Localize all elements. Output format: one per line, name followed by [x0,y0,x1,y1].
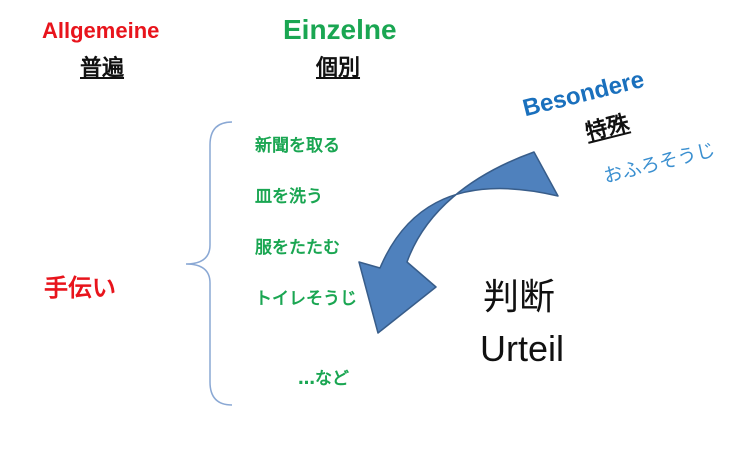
individual-item: トイレそうじ [255,289,357,309]
judgment-label-de: Urteil [480,328,565,369]
chores-label: 手伝い [44,274,116,302]
individual-label-de: Einzelne [283,14,397,45]
particular-label-jp: 特殊 [583,110,632,146]
individual-item: 服をたたむ [255,238,340,258]
individual-item: …など [298,369,349,389]
universal-label-de: Allgemeine [42,18,160,43]
curved-arrow [358,151,559,334]
individual-item: 新聞を取る [255,136,340,156]
judgment-label-jp: 判断 [483,277,556,318]
individual-label-jp: 個別 [316,56,361,81]
universal-label-jp: 普遍 [80,56,125,81]
individual-item: 皿を洗う [255,187,323,207]
curly-brace [185,121,233,406]
